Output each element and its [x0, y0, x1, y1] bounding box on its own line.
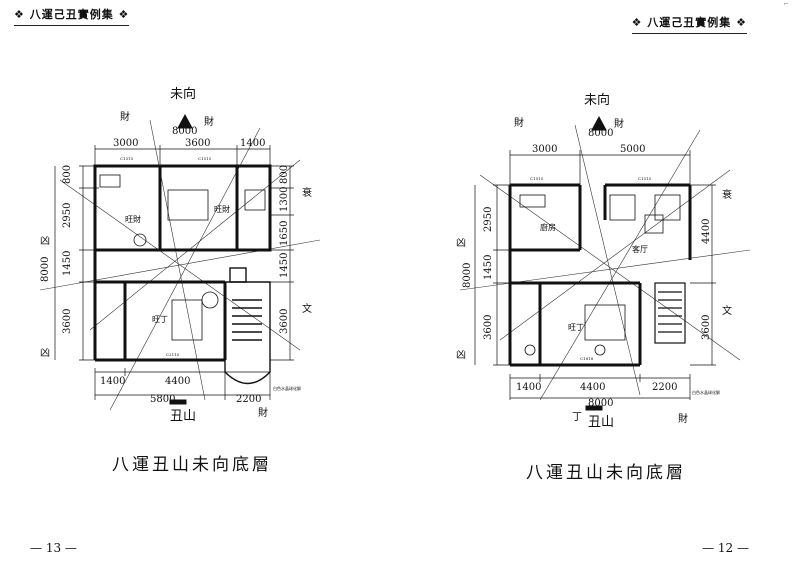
left-north-arrow-icon: [177, 113, 193, 129]
left-dim-left-2: 2950: [62, 203, 73, 228]
right-north-arrow-icon: [591, 115, 607, 131]
left-mountain-marker: [169, 399, 187, 405]
left-dim-bottom-1: 1400: [100, 376, 125, 387]
left-dim-top-1: 3000: [113, 138, 138, 149]
left-plan-text: 未向 財 財 8000 3000 3600 1400 800 2950 1450…: [40, 86, 312, 424]
right-room-label-3: 旺丁: [568, 323, 584, 332]
page-number-right: — 12 —: [702, 541, 749, 555]
left-dim-bottom-2: 4400: [165, 376, 190, 387]
left-top-dimensions: [94, 145, 271, 165]
right-dim-left-total: 8000: [462, 263, 473, 288]
left-star-right-upper: 衰: [302, 186, 312, 199]
right-dim-left-3: 3600: [483, 315, 494, 340]
right-left-dimensions: [474, 184, 514, 366]
right-caption: 八運丑山未向底層: [526, 463, 686, 483]
right-dim-top-total: 8000: [588, 128, 613, 139]
left-direction-lines: [39, 119, 321, 411]
corner-mark: ⌐: [783, 0, 789, 8]
left-star-top-right: 財: [204, 115, 214, 128]
right-dim-right-2: 3600: [701, 315, 712, 340]
right-dim-bottom-1: 1400: [516, 382, 541, 393]
right-furniture: [519, 194, 681, 356]
left-dim-bottom-3: 2200: [236, 394, 261, 405]
left-dim-right-3: 1650: [279, 221, 290, 246]
left-room-label-2: 旺財: [214, 204, 230, 214]
right-dim-right-1: 4400: [701, 219, 712, 244]
right-room-label-1: 廚房: [540, 222, 556, 232]
left-floor-plan: [39, 113, 321, 411]
right-code-1: C1515: [530, 176, 544, 181]
right-floor-plan: [459, 115, 751, 411]
left-walls: [93, 164, 272, 362]
left-dim-top-3: 1400: [240, 138, 265, 149]
right-star-left-lower: 凶: [456, 349, 466, 361]
right-walls: [508, 183, 692, 367]
left-code-1: C1515: [120, 156, 134, 161]
left-dim-right-5: 3600: [279, 309, 290, 334]
left-dim-bottom-total: 5800: [150, 394, 175, 405]
right-stair-note: 白色水晶球化解: [692, 389, 720, 395]
header-left-rule: [14, 25, 130, 26]
left-dim-top-total: 8000: [172, 126, 197, 137]
left-dim-left-4: 3600: [62, 309, 73, 334]
header-right-rule: [631, 33, 747, 34]
right-side-dimensions: [270, 165, 294, 361]
header-left-text: ❖ 八運己丑實例集 ❖: [14, 8, 130, 21]
left-bottom-dimensions: [94, 368, 271, 400]
right-dim-bottom-2: 4400: [580, 382, 605, 393]
right-star-bottom-right: 財: [678, 412, 688, 425]
left-room-label-1: 旺財: [125, 214, 141, 224]
right-star-top-left: 財: [514, 116, 524, 129]
left-stair-note: 白色水晶球化解: [273, 385, 301, 391]
right-dim-bottom-total: 8000: [588, 398, 613, 409]
left-room-label-3: 旺丁: [152, 315, 168, 324]
left-dim-right-1: 800: [279, 165, 290, 184]
header-right-text: ❖ 八運己丑實例集 ❖: [631, 16, 747, 29]
left-dim-left-1: 800: [62, 165, 73, 184]
left-dim-left-3: 1450: [62, 251, 73, 276]
right-dim-left-1: 2950: [483, 207, 494, 232]
right-star-bottom-left: 丁: [572, 412, 582, 423]
left-star-left-lower: 凶: [40, 347, 50, 359]
right-top-dimensions: [509, 150, 691, 185]
left-dim-top-2: 3600: [185, 138, 210, 149]
left-star-bottom-right: 財: [258, 406, 268, 419]
right-dim-bottom-3: 2200: [652, 382, 677, 393]
header-right-title: ❖ 八運己丑實例集 ❖: [631, 14, 747, 34]
right-orientation-bottom: 丑山: [588, 415, 614, 430]
left-dim-right-2: 1300: [279, 187, 290, 212]
left-furniture: [99, 174, 266, 341]
header-left-title: ❖ 八運己丑實例集 ❖: [14, 6, 130, 26]
right-direction-lines: [459, 124, 751, 401]
right-room-label-2: 客厅: [632, 244, 648, 254]
left-star-right-lower: 文: [302, 302, 312, 315]
left-orientation-top: 未向: [170, 86, 196, 102]
right-dim-left-2: 1450: [483, 255, 494, 280]
left-orientation-bottom: 丑山: [170, 409, 196, 424]
right-star-top-right: 財: [614, 117, 624, 130]
right-code-3: C1818: [580, 356, 594, 361]
right-plan-text: 未向 財 財 8000 3000 5000 2950 1450 3600 800…: [456, 92, 732, 430]
left-stair: [224, 267, 271, 385]
left-code-2: C1515: [198, 156, 212, 161]
right-orientation-top: 未向: [584, 92, 610, 108]
right-code-2: C1515: [638, 176, 652, 181]
left-star-left-upper: 凶: [40, 235, 50, 247]
right-star-right-upper: 衰: [722, 188, 732, 201]
right-star-right-lower: 文: [722, 304, 732, 317]
right-mountain-marker: [585, 405, 603, 411]
right-star-left-upper: 凶: [456, 237, 466, 249]
left-caption: 八運丑山未向底層: [112, 455, 272, 475]
right-bottom-dimensions: [509, 374, 691, 400]
left-star-top-left: 財: [120, 110, 130, 123]
right-dim-top-2: 5000: [620, 144, 645, 155]
page-number-left: — 13 —: [30, 541, 77, 555]
left-dim-left-total: 8000: [40, 257, 51, 282]
left-dim-right-4: 1450: [279, 253, 290, 278]
right-dim-top-1: 3000: [532, 144, 557, 155]
right-stair: [654, 282, 686, 344]
right-right-dimensions: [690, 184, 716, 366]
left-code-3: C2115: [166, 352, 180, 357]
